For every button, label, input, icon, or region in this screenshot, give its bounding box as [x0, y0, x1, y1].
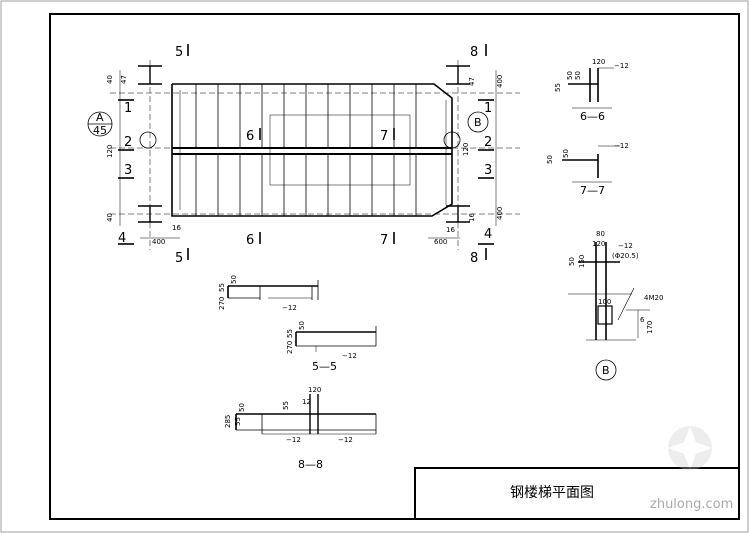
section-mark-4-right: 4	[484, 227, 492, 242]
section-mark-1-left: 1	[124, 101, 132, 116]
dim-right-120: 120	[462, 143, 470, 156]
detail-b-circle	[595, 359, 617, 381]
stair-treads	[179, 84, 447, 216]
section-6-6	[568, 67, 614, 109]
s66-dim-12: −12	[614, 62, 629, 70]
s66-label: 6—6	[580, 110, 605, 123]
s77-dim-50b: 50	[546, 155, 554, 164]
dim-top-47: 47	[468, 77, 476, 86]
dim-left-40a: 40	[106, 75, 114, 84]
dim-left-40b: 40	[106, 213, 114, 222]
detail-b-note: (Φ20.5)	[612, 252, 639, 260]
s66-dim-50a: 50	[566, 71, 574, 80]
dim-right-600: 600	[434, 238, 447, 246]
detail-b-dim-6: 6	[640, 316, 645, 324]
s88-dim-12a: 12	[302, 398, 311, 406]
section-mark-bars	[118, 44, 494, 260]
section-mark-6-bottom: 6	[246, 233, 254, 248]
callout-a-number: 45	[93, 124, 107, 137]
callout-b-letter: B	[474, 116, 482, 129]
detail-b-dim-80: 80	[596, 230, 605, 238]
watermark-text: zhulong.com	[650, 497, 733, 512]
s55-dim-50a: 50	[230, 275, 238, 284]
s66-dim-50b: 50	[574, 71, 582, 80]
dim-left-120: 120	[106, 145, 114, 158]
s88-dim-120: 120	[308, 386, 321, 394]
dim-left-47: 47	[120, 75, 128, 84]
section-mark-7-mid: 7	[380, 129, 388, 144]
dim-right-16: 16	[446, 226, 455, 234]
column-caps	[138, 65, 470, 223]
dim-top-400: 400	[496, 75, 504, 88]
section-mark-5-top: 5	[175, 45, 183, 60]
s66-dim-120: 120	[592, 58, 605, 66]
s66-dim-55: 55	[554, 83, 562, 92]
zhulong-watermark-logo	[668, 426, 712, 470]
s77-dim-50a: 50	[562, 149, 570, 158]
s88-dim-55b: 55	[234, 417, 242, 426]
section-mark-2-right: 2	[484, 135, 492, 150]
s88-label: 8—8	[298, 458, 323, 471]
s88-dim-50: 50	[238, 403, 246, 412]
section-5-5-upper	[227, 280, 319, 300]
detail-b	[568, 242, 650, 381]
dim-left-16: 16	[172, 224, 181, 232]
s55-dim-270a: 270	[218, 297, 226, 310]
section-mark-7-bottom: 7	[380, 233, 388, 248]
s55-dim-55a: 55	[218, 283, 226, 292]
dim-right-400: 400	[496, 207, 504, 220]
s55-dim-270b: 270	[286, 341, 294, 354]
callout-a-letter: A	[96, 111, 104, 124]
section-mark-3-right: 3	[484, 163, 492, 178]
dim-left-400: 400	[152, 238, 165, 246]
detail-b-dim-120: 120	[592, 240, 605, 248]
s88-dim-12b: −12	[286, 436, 301, 444]
detail-b-letter: B	[602, 364, 610, 377]
section-mark-1-right: 1	[484, 101, 492, 116]
s55-label: 5—5	[312, 360, 337, 373]
section-mark-2-left: 2	[124, 135, 132, 150]
plan-dimension-lines	[119, 70, 497, 239]
title-block-title: 钢楼梯平面图	[510, 485, 594, 501]
s55-dim-55b: 55	[286, 329, 294, 338]
s88-dim-12c: −12	[338, 436, 353, 444]
stair-outline	[171, 83, 453, 217]
s77-dim-12: −12	[614, 142, 629, 150]
drawing-border	[49, 13, 740, 520]
title-block	[414, 467, 740, 520]
section-mark-6-mid: 6	[246, 129, 254, 144]
section-5-5-lower	[295, 326, 377, 352]
s77-label: 7—7	[580, 184, 605, 197]
detail-b-dim-50: 50	[568, 257, 576, 266]
detail-b-dim-100: 100	[598, 298, 611, 306]
section-mark-5-bottom: 5	[175, 251, 183, 266]
s88-dim-55: 55	[282, 401, 290, 410]
detail-b-dim-150: 150	[578, 255, 586, 268]
section-mark-3-left: 3	[124, 163, 132, 178]
section-8-8	[235, 394, 377, 435]
detail-b-dim-170: 170	[646, 321, 654, 334]
dim-right-16b: 16	[468, 213, 476, 222]
section-mark-8-bottom: 8	[470, 251, 478, 266]
detail-b-dim-12: −12	[618, 242, 633, 250]
s55-dim-12b: −12	[342, 352, 357, 360]
plan-labels: 5 8 5 8 1 1 2 2 3 3 4 4 6 7 6 7 A 45 B 4…	[93, 45, 504, 266]
callout-b-circle	[467, 111, 489, 133]
section-7-7	[562, 145, 620, 183]
s55-dim-50b: 50	[298, 321, 306, 330]
s88-dim-285: 285	[224, 415, 232, 428]
stair-plan	[87, 44, 520, 260]
detail-b-bolt: 4M20	[644, 294, 663, 302]
section-mark-8-top: 8	[470, 45, 478, 60]
section-mark-4-left: 4	[118, 231, 126, 246]
s55-dim-12a: −12	[282, 304, 297, 312]
